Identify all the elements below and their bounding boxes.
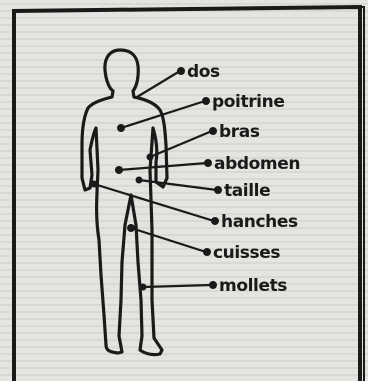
- label-abdomen: abdomen: [214, 154, 300, 174]
- label-mollets: mollets: [219, 276, 287, 296]
- dot-taille-body: [136, 177, 143, 184]
- dot-bras-body: [147, 154, 154, 161]
- dot-taille: [214, 186, 222, 194]
- label-cuisses: cuisses: [213, 243, 280, 263]
- dot-cuisses-body: [127, 224, 135, 232]
- dot-poitrine: [202, 97, 210, 105]
- label-hanches: hanches: [221, 212, 298, 232]
- dot-abdomen-body: [115, 166, 123, 174]
- dot-dos: [177, 67, 185, 75]
- dot-hanches: [211, 217, 219, 225]
- dot-abdomen: [204, 159, 212, 167]
- label-dos: dos: [187, 62, 220, 82]
- dot-mollets-body: [140, 284, 147, 291]
- dot-cuisses: [203, 248, 211, 256]
- dot-mollets: [209, 281, 217, 289]
- dot-bras: [209, 127, 217, 135]
- label-poitrine: poitrine: [212, 92, 284, 112]
- dot-hanches-body: [91, 181, 98, 188]
- dot-poitrine-body: [117, 124, 125, 132]
- label-bras: bras: [219, 122, 260, 142]
- label-taille: taille: [224, 181, 270, 201]
